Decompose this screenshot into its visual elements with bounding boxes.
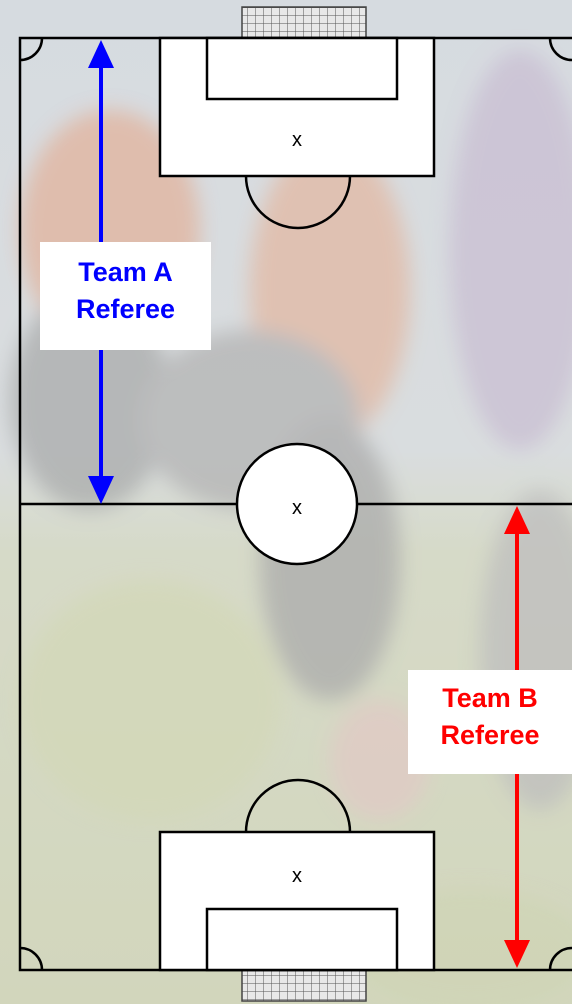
top-box-mark: x <box>292 129 302 151</box>
corner-arc-bottom-left <box>19 946 44 971</box>
top-goal-net <box>241 6 367 39</box>
bottom-goal-net <box>241 969 367 1002</box>
bottom-goal-box <box>205 907 399 972</box>
team-b-label-line2: Referee <box>440 720 540 750</box>
team-a-referee-label: Team A Referee <box>40 242 211 350</box>
corner-arc-top-right <box>548 37 572 62</box>
corner-arc-top-left <box>19 37 44 62</box>
team-a-label-line1: Team A <box>78 257 173 287</box>
team-b-label-line1: Team B <box>442 683 538 713</box>
bottom-penalty-arc <box>244 778 352 833</box>
team-a-label-line2: Referee <box>75 294 176 324</box>
center-mark: x <box>292 497 302 519</box>
top-penalty-arc <box>244 175 352 230</box>
team-b-referee-label: Team B Referee <box>408 670 572 774</box>
center-circle <box>235 442 359 566</box>
bottom-box-mark: x <box>292 865 302 887</box>
corner-arc-bottom-right <box>548 946 572 971</box>
top-goal-box <box>205 36 399 101</box>
